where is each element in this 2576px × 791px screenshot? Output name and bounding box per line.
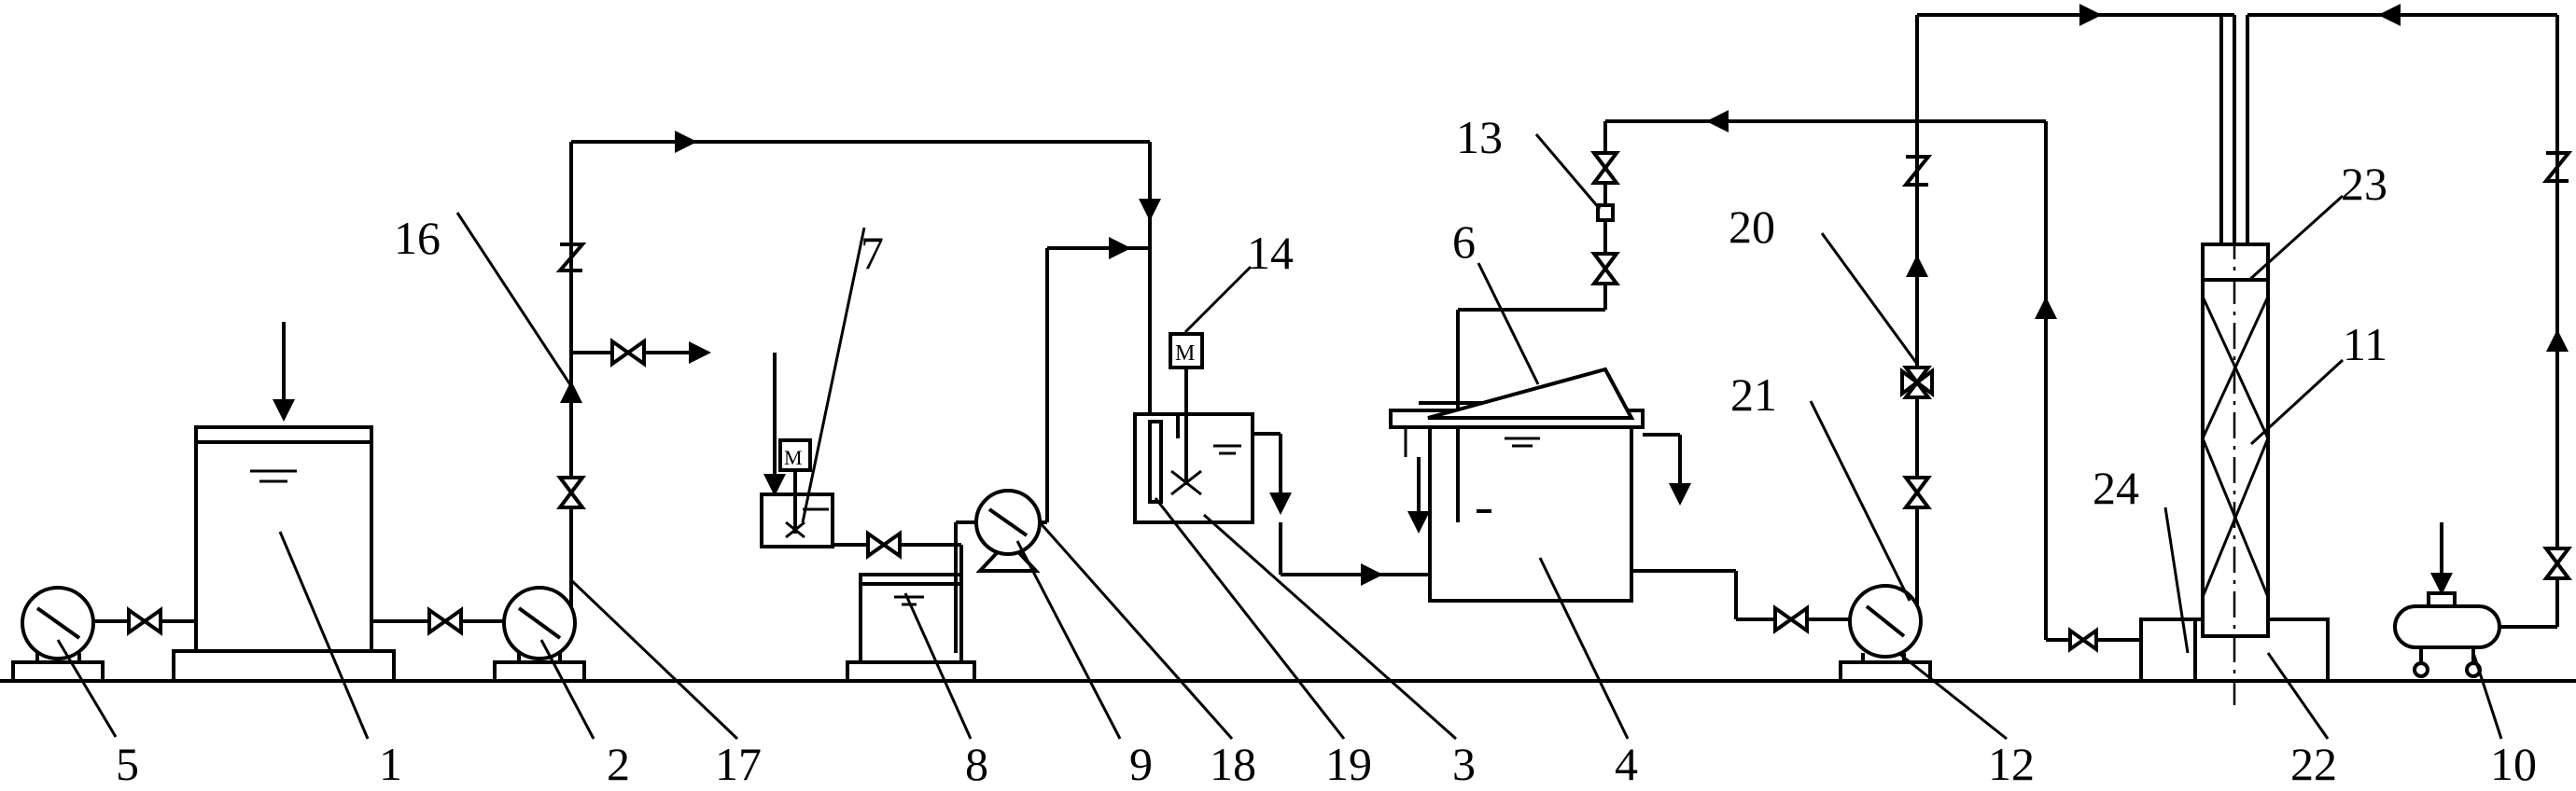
compressor-10 bbox=[2393, 522, 2501, 678]
label-11: 11 bbox=[2343, 318, 2387, 370]
settler-6 bbox=[1427, 367, 1635, 420]
label-16: 16 bbox=[394, 212, 441, 264]
tank-1 bbox=[172, 322, 396, 683]
motor-7-label: M bbox=[784, 446, 803, 469]
flowmeter-13 bbox=[1596, 203, 1615, 222]
pump-12 bbox=[1839, 584, 1932, 683]
label-13: 13 bbox=[1456, 111, 1503, 163]
label-3: 3 bbox=[1452, 738, 1476, 790]
label-12: 12 bbox=[1988, 738, 2035, 790]
label-7: 7 bbox=[861, 227, 884, 279]
label-10: 10 bbox=[2490, 738, 2537, 790]
valve-13a bbox=[1590, 252, 1620, 285]
valve-24 bbox=[2068, 627, 2098, 653]
label-22: 22 bbox=[2290, 738, 2337, 790]
label-14: 14 bbox=[1247, 227, 1294, 279]
label-6: 6 bbox=[1452, 215, 1476, 268]
label-24: 24 bbox=[2093, 462, 2139, 514]
label-17: 17 bbox=[715, 738, 762, 790]
leader-lines bbox=[56, 133, 2503, 741]
motor-14-label: M bbox=[1175, 341, 1195, 366]
sample-valve bbox=[610, 338, 646, 368]
reactor-3: M bbox=[1133, 332, 1254, 524]
valve-10 bbox=[2542, 547, 2572, 580]
valve-7 bbox=[866, 530, 902, 560]
check-valve-20 bbox=[1901, 155, 1933, 187]
valve-13b bbox=[1590, 151, 1620, 185]
pump-9 bbox=[974, 489, 1042, 573]
label-4: 4 bbox=[1615, 738, 1638, 790]
check-valve-16 bbox=[555, 243, 587, 272]
column-11 bbox=[2139, 233, 2330, 705]
label-9: 9 bbox=[1129, 738, 1153, 790]
three-way-valve-20 bbox=[1900, 366, 1934, 399]
valve-5 bbox=[127, 606, 162, 636]
valve-1 bbox=[427, 606, 463, 636]
label-21: 21 bbox=[1730, 368, 1777, 421]
pump-5 bbox=[11, 586, 105, 683]
label-5: 5 bbox=[116, 738, 139, 790]
label-18: 18 bbox=[1210, 738, 1256, 790]
tank-8 bbox=[846, 573, 976, 683]
check-valve-10 bbox=[2541, 151, 2573, 183]
label-23: 23 bbox=[2341, 158, 2387, 210]
label-19: 19 bbox=[1325, 738, 1372, 790]
label-8: 8 bbox=[965, 738, 988, 790]
label-20: 20 bbox=[1729, 201, 1775, 253]
number-labels: 5 1 2 17 8 9 18 19 3 4 12 22 10 16 7 14 … bbox=[116, 111, 2537, 790]
valve-16 bbox=[556, 476, 586, 509]
dosing-tank-7: M bbox=[760, 353, 834, 548]
valve-20 bbox=[1902, 476, 1932, 509]
valve-12 bbox=[1773, 604, 1809, 634]
label-1: 1 bbox=[379, 738, 402, 790]
label-2: 2 bbox=[607, 738, 630, 790]
